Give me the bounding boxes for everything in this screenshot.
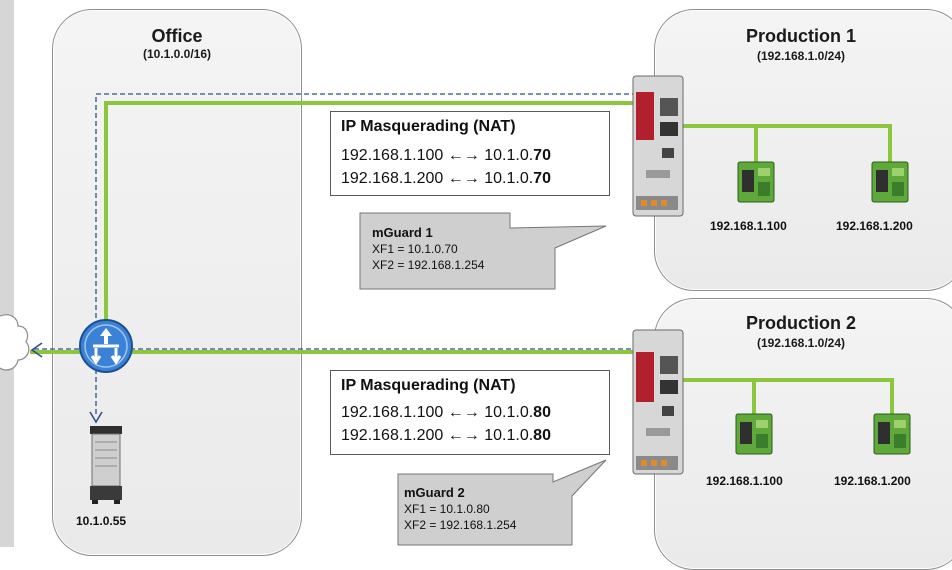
p2-dev1-label: 192.168.1.100 (706, 474, 783, 488)
arrowheads (30, 342, 103, 424)
p2-dev2-label: 192.168.1.200 (834, 474, 911, 488)
nat-box-mguard1: IP Masquerading (NAT) 192.168.1.100 ←→ 1… (330, 111, 610, 196)
mguard1-xf2: XF2 = 192.168.1.254 (372, 258, 485, 272)
nat-rule-row: 192.168.1.200 ←→ 10.1.0.70 (341, 170, 551, 187)
nat-title: IP Masquerading (NAT) (341, 377, 516, 394)
production2-zone-subnet: (192.168.1.0/24) (756, 336, 846, 350)
mguard2-title: mGuard 2 (404, 485, 465, 500)
plc-device-icon (873, 413, 911, 455)
mguard-device-icon (632, 75, 684, 217)
mguard2-callout: mGuard 2 XF1 = 10.1.0.80 XF2 = 192.168.1… (404, 485, 516, 533)
mguard2-callout-shape (397, 459, 607, 546)
nat-title: IP Masquerading (NAT) (341, 118, 516, 135)
office-zone-title: Office (151, 26, 203, 46)
mguard1-title: mGuard 1 (372, 225, 433, 240)
mguard2-xf1: XF1 = 10.1.0.80 (404, 502, 490, 516)
office-to-mguard1-link (104, 101, 652, 345)
production1-zone-title: Production 1 (745, 26, 856, 46)
production2-zone-title: Production 2 (745, 313, 856, 333)
cloud-icon (0, 314, 30, 371)
mguard1-callout-shape (359, 212, 607, 290)
mguard1-callout: mGuard 1 XF1 = 10.1.0.70 XF2 = 192.168.1… (372, 225, 484, 273)
plc-device-icon (735, 413, 773, 455)
p1-dev1-label: 192.168.1.100 (710, 219, 787, 233)
server-icon (90, 426, 122, 504)
p1-switch-link (652, 116, 892, 164)
office-zone-subnet: (10.1.0.0/16) (142, 47, 212, 61)
plc-device-icon (871, 161, 909, 203)
nat-rule-row: 192.168.1.100 ←→ 10.1.0.70 (341, 147, 551, 164)
nat-box-mguard2: IP Masquerading (NAT) 192.168.1.100 ←→ 1… (330, 370, 610, 455)
arrow-left-to-cloud (30, 342, 43, 358)
plc-device-icon (737, 161, 775, 203)
production1-zone-subnet: (192.168.1.0/24) (756, 49, 846, 63)
mguard2-xf2: XF2 = 192.168.1.254 (404, 518, 517, 532)
production1-zone: Production 1 (192.168.1.0/24) (654, 9, 952, 291)
nat-rule-row: 192.168.1.100 ←→ 10.1.0.80 (341, 404, 551, 421)
left-margin-bar (0, 0, 14, 547)
arrow-down-to-server (89, 411, 103, 424)
nat-rule-row: 192.168.1.200 ←→ 10.1.0.80 (341, 427, 551, 444)
diagram-graphics (0, 75, 911, 546)
mguard-device-icon (632, 329, 684, 475)
p2-switch-link (652, 360, 894, 415)
router-icon (79, 319, 133, 373)
server-label: 10.1.0.55 (76, 514, 127, 528)
mguard1-xf1: XF1 = 10.1.0.70 (372, 242, 458, 256)
p1-dev2-label: 192.168.1.200 (836, 219, 913, 233)
